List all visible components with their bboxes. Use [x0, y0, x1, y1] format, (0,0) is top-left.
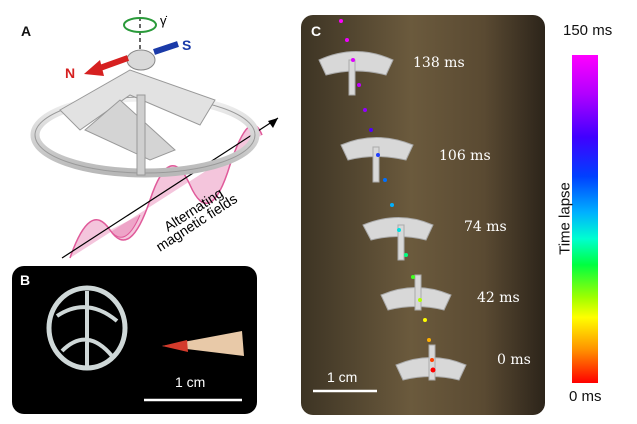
north-arrowhead [84, 60, 104, 76]
panel-b: 1 cm B [12, 266, 257, 414]
timestamp-0: 0 ms [497, 352, 531, 368]
south-arrow [153, 41, 179, 55]
timestamp-42: 42 ms [477, 290, 520, 306]
north-label: N [65, 65, 75, 81]
panel-c: C 138 ms 106 ms 74 ms 42 ms 0 ms 1 cm [301, 15, 545, 415]
panel-letter-a: A [21, 23, 32, 39]
pencil [162, 331, 244, 356]
field-axis [61, 117, 279, 259]
robot [30, 49, 260, 178]
photo-c [313, 19, 467, 393]
rotation-label: γ̇ [160, 13, 168, 28]
trajectory-dots [339, 19, 436, 373]
scale-label: 1 cm [175, 374, 206, 390]
panel-a: N S γ̇ Alternating magnetic fields A [0, 0, 300, 262]
timestamp-106: 106 ms [439, 148, 491, 164]
photo-b [46, 285, 244, 402]
timestamp-138: 138 ms [413, 55, 465, 71]
robot-diagram: N S γ̇ Alternating magnetic fields [30, 10, 279, 259]
north-arrow [98, 55, 130, 71]
axis-arrowhead [268, 118, 278, 128]
timestamp-74: 74 ms [464, 219, 507, 235]
scale-label-c: 1 cm [327, 369, 358, 385]
robot-frames [318, 51, 467, 381]
south-label: S [182, 37, 191, 53]
rotation-arrow-icon [123, 17, 157, 33]
panel-letter-c: C [311, 23, 322, 39]
time-colorbar [572, 55, 598, 383]
colorbar-top-label: 150 ms [563, 22, 613, 39]
colorbar-bottom-label: 0 ms [569, 388, 602, 405]
panel-letter-b: B [20, 272, 31, 288]
colorbar-axis-label: Time lapse [556, 182, 574, 255]
robot-sphere [46, 285, 128, 371]
